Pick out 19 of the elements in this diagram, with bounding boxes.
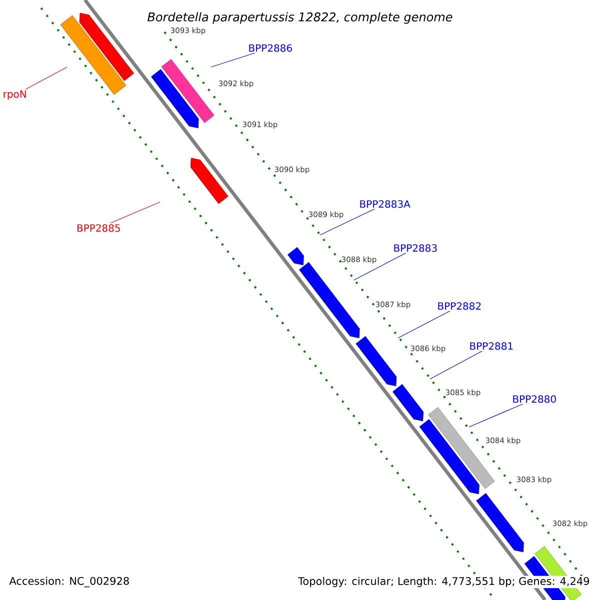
gene-label: BPP2883A <box>360 200 410 208</box>
gene-label: BPP2885 <box>77 224 120 232</box>
leader-line <box>110 202 160 224</box>
gene-label: BPP2883 <box>394 244 437 252</box>
footer-text: Topology: circular; Length: 4,773,551 bp; Genes: 4,249 <box>297 576 591 588</box>
gene-label: rpoN <box>4 90 26 100</box>
gene-label: BPP2886 <box>249 44 292 52</box>
leader-line <box>398 310 450 338</box>
leader-line <box>468 404 524 428</box>
leader-line <box>320 208 375 236</box>
leader-line <box>210 52 256 68</box>
gene-label: BPP2881 <box>470 342 513 350</box>
leader-line <box>430 350 482 380</box>
title: Bordetella parapertussis 12822, complete genome <box>148 12 452 24</box>
footer-text: Accession: NC_002928 <box>9 576 129 588</box>
leader-line <box>25 66 68 90</box>
leader-line <box>354 252 406 280</box>
gene-label: BPP2882 <box>438 302 481 310</box>
gene-label: BPP2880 <box>513 395 556 403</box>
